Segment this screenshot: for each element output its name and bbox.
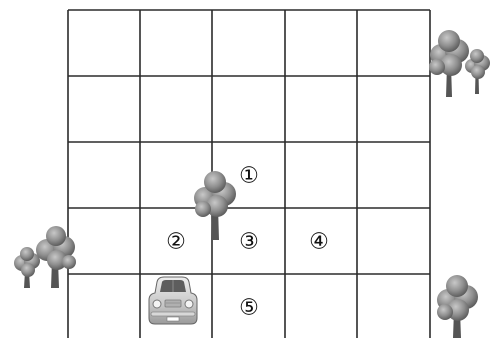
tree-icon bbox=[465, 49, 490, 94]
position-label-5: ⑤ bbox=[239, 296, 259, 321]
car-icon bbox=[149, 277, 197, 324]
position-label-1: ① bbox=[239, 164, 259, 189]
tree-icon bbox=[429, 30, 469, 97]
tree-icon bbox=[437, 275, 478, 338]
tree-icon bbox=[36, 226, 76, 288]
tree-icon bbox=[194, 171, 236, 240]
tree-icon bbox=[14, 247, 40, 288]
position-label-2: ② bbox=[166, 230, 186, 255]
position-label-3: ③ bbox=[239, 230, 259, 255]
position-label-4: ④ bbox=[309, 230, 329, 255]
